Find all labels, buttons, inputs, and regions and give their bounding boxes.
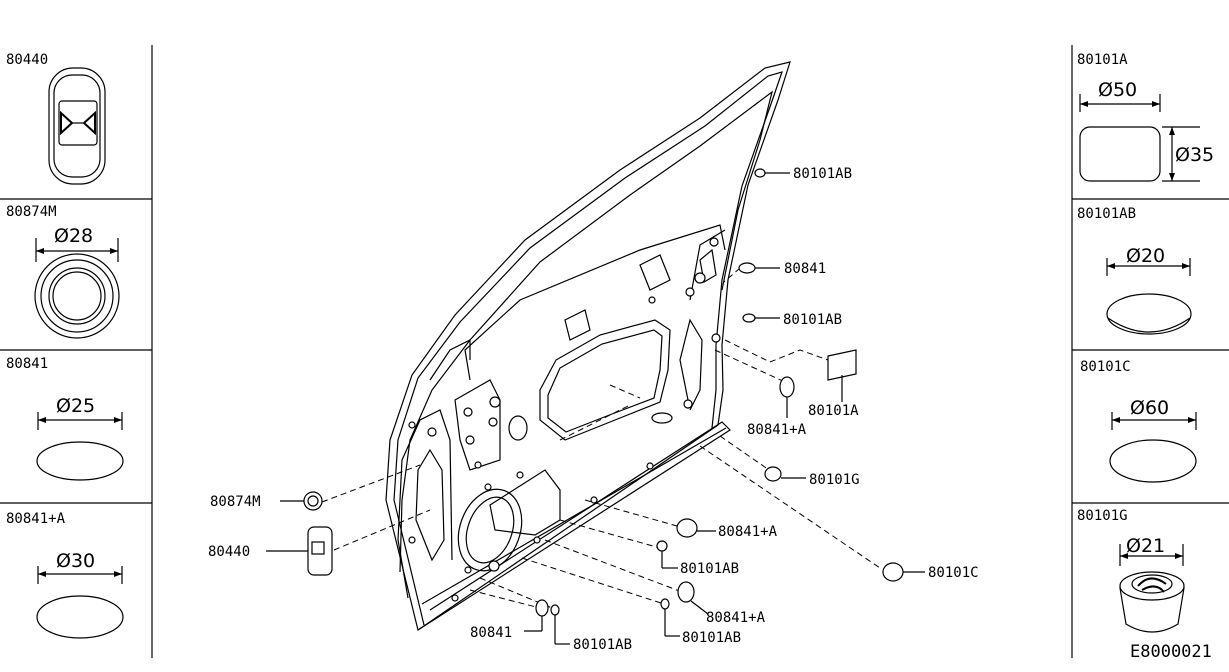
right-part-label: 80101C [1080,359,1131,375]
plug-seal-icon [36,441,124,481]
callout-label: 80101C [928,565,979,581]
plug-seal-icon [1109,439,1197,483]
switch-bezel-icon [48,67,106,185]
left-panel-frame [0,45,153,658]
diagram-code: E8000021 [1130,642,1212,662]
callout-label: 80101AB [783,312,842,328]
dimension-arrow [1111,412,1197,430]
callout-label: 80841+A [718,524,778,540]
callout-label: 80101AB [573,637,632,653]
dimension-arrow [37,412,123,430]
plug-seal-icon [1106,293,1192,335]
dimension-label: Ø35 [1175,144,1214,166]
callout-label: 80440 [208,544,250,560]
mounting-holes [408,237,721,602]
dimension-label: Ø25 [56,395,95,417]
dimension-arrow [37,566,123,584]
dimension-label: Ø28 [54,225,93,247]
dimension-label: Ø30 [56,550,95,572]
left-part-label: 80440 [6,52,48,68]
callout-label: 80101AB [682,630,741,646]
dimension-label: Ø21 [1126,535,1165,557]
plug-seal-edge [1107,317,1191,333]
dimension-arrow [1106,258,1191,276]
dimension-arrow [1079,94,1200,182]
callout-label: 80101A [808,403,859,419]
callout-label: 80841+A [706,610,766,626]
left-part-label: 80841+A [6,511,66,527]
left-part-label: 80874M [6,204,57,220]
left-part-label: 80841 [6,356,48,372]
small-parts [303,168,904,617]
right-part-label: 80101G [1077,508,1128,524]
callout-label: 80841 [470,625,512,641]
dimension-arrow [35,238,119,262]
seal-patch-icon [1079,126,1161,182]
dimension-label: Ø20 [1126,245,1165,267]
callout-label: 80101G [809,472,860,488]
grommet-ring-icon [34,253,120,339]
dimension-label: Ø50 [1098,79,1137,101]
door-panel [385,61,791,631]
leader-lines [321,267,881,609]
callout-label: 80841+A [747,422,807,438]
callout-label: 80841 [784,261,826,277]
callout-label: 80874M [210,494,261,510]
right-panel-frame [1071,45,1229,658]
dimension-arrow [1119,544,1184,566]
right-part-label: 80101AB [1077,206,1136,222]
right-part-label: 80101A [1077,52,1128,68]
callout-label: 80101AB [680,561,739,577]
dimension-label: Ø60 [1130,397,1169,419]
plug-seal-icon [36,595,124,639]
callout-label: 80101AB [793,166,852,182]
callout-leaders [266,172,925,645]
bumper-plug-icon [1119,571,1185,633]
